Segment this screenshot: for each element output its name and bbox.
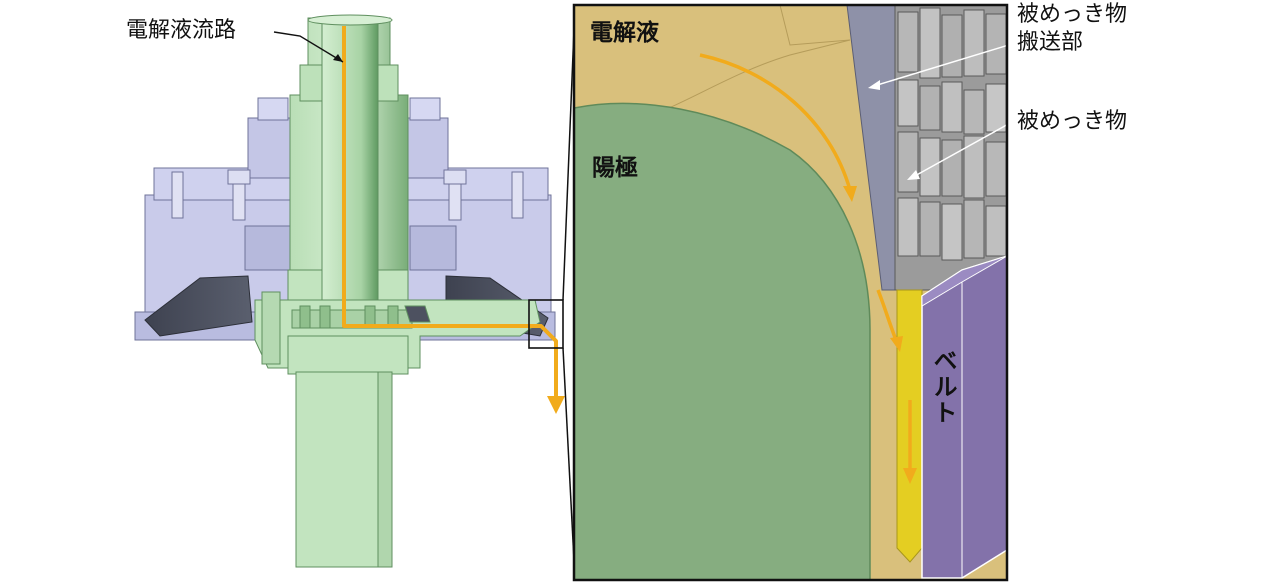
- workpiece-label: 被めっき物: [1017, 109, 1128, 134]
- zoom-region-box: [528, 299, 564, 349]
- anode-region: [574, 102, 871, 580]
- label-pointers: [868, 44, 1007, 180]
- carrier-label-line1: 被めっき物: [1017, 2, 1128, 27]
- belt: [921, 255, 1007, 579]
- belt-label: ベルト: [929, 348, 957, 426]
- carrier-label-line2: 搬送部: [1017, 30, 1084, 55]
- detail-view: [574, 5, 1007, 580]
- left-dark-plate: [144, 275, 253, 337]
- left-cross-section: [134, 14, 565, 568]
- workpiece-fingers: [894, 5, 1007, 291]
- detail-frame: [572, 3, 1009, 582]
- anode-label: 陽極: [592, 155, 638, 181]
- flow-path-label: 電解液流路: [126, 18, 237, 43]
- electrolyte-label: 電解液: [590, 20, 659, 46]
- green-nozzle-body: [254, 14, 541, 568]
- detail-flow-arrows: [699, 53, 917, 484]
- leader-arrowhead: [333, 54, 343, 62]
- electrolyte-flow-arrow: [342, 26, 565, 414]
- flow-path-leader-line: [273, 31, 344, 63]
